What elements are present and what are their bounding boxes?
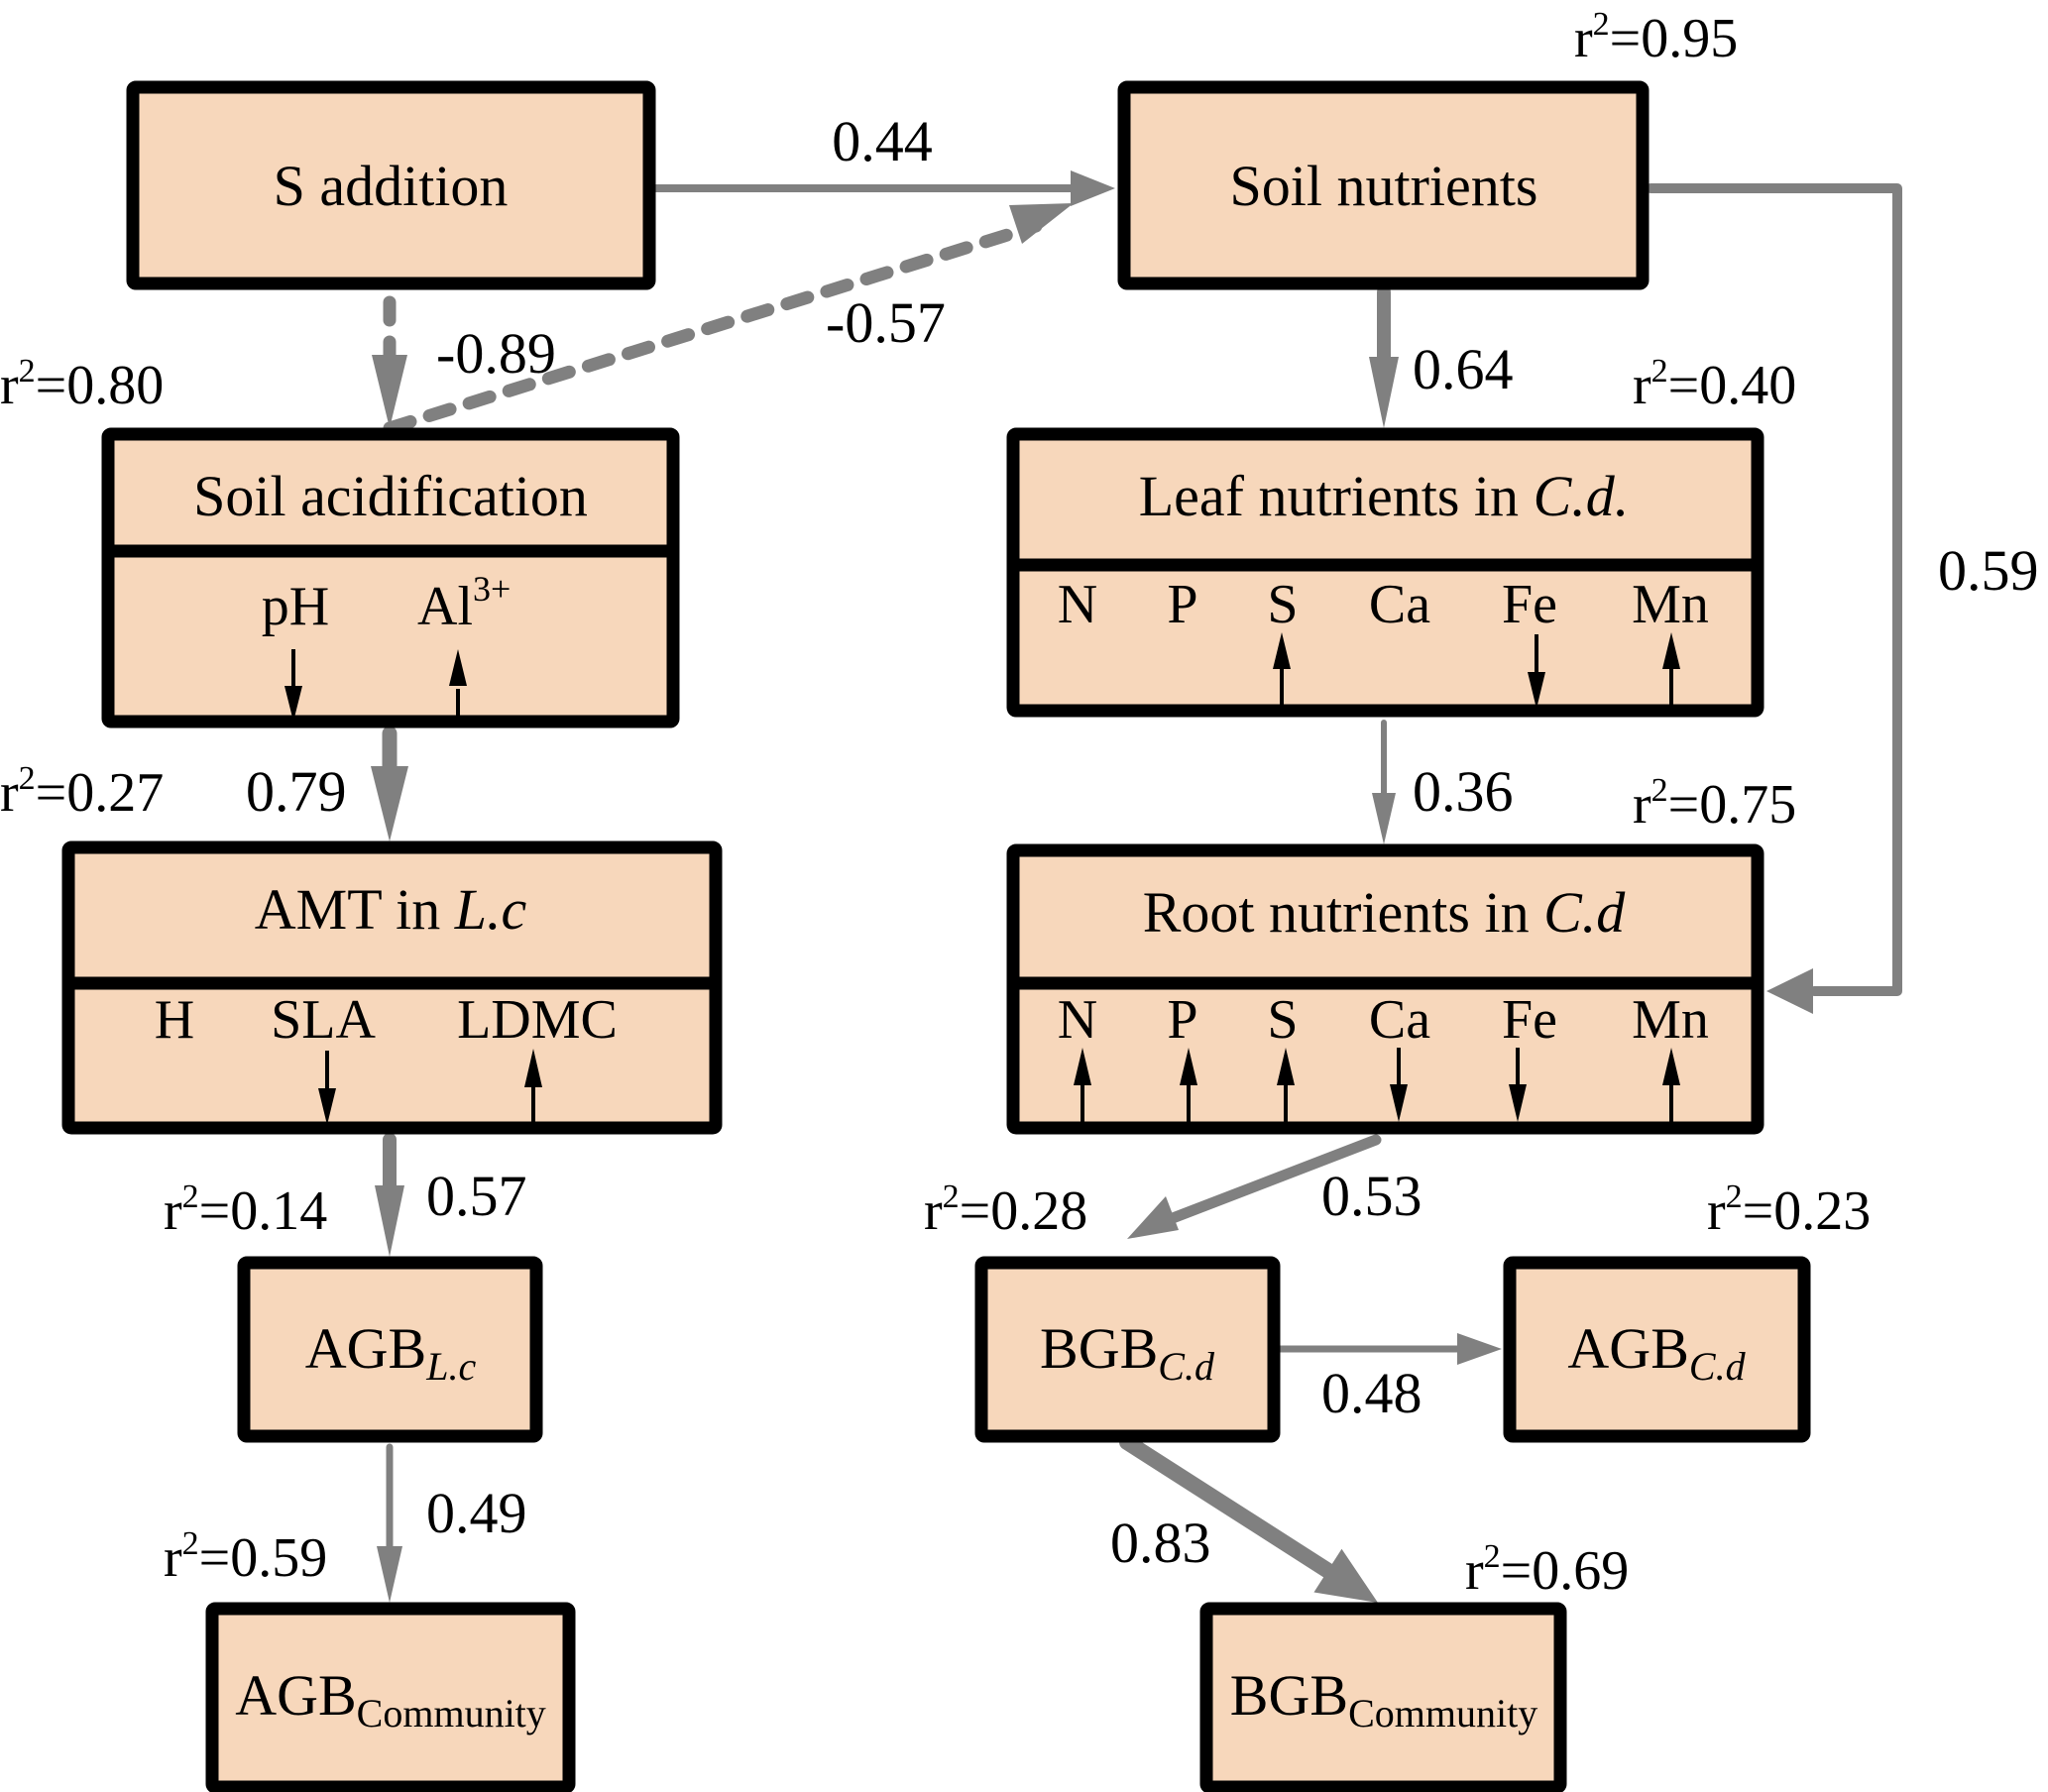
variable-fe: Fe bbox=[1502, 989, 1557, 1051]
coef-label: 0.53 bbox=[1321, 1164, 1422, 1228]
coef-label: 0.64 bbox=[1413, 337, 1514, 401]
path-s-addition-to-soil-acidification bbox=[372, 295, 407, 428]
arrow-down-icon bbox=[1509, 1048, 1527, 1122]
r2-leaf-nutrients: r2=0.40 bbox=[1633, 353, 1796, 416]
arrow-up-icon bbox=[449, 649, 467, 722]
variable-s: S bbox=[1267, 989, 1298, 1051]
r2-agb-cd: r2=0.23 bbox=[1707, 1178, 1871, 1242]
node-leaf-nutrients: Leaf nutrients in C.d. N P S Ca Fe Mn bbox=[1006, 427, 1764, 718]
coef-label: 0.44 bbox=[832, 109, 933, 173]
variable-n: N bbox=[1058, 989, 1097, 1051]
coef-label: 0.57 bbox=[426, 1164, 527, 1228]
node-label: AGBC.d bbox=[1567, 1316, 1746, 1389]
variable-ldmc: LDMC bbox=[457, 989, 618, 1051]
variable-sla: SLA bbox=[271, 989, 376, 1051]
node-root-nutrients: Root nutrients in C.d N P S Ca Fe Mn bbox=[1006, 843, 1764, 1135]
path-soil-nutrients-to-root-nutrients bbox=[1646, 183, 1902, 1014]
path-bgb-cd-to-agb-cd bbox=[1276, 1333, 1502, 1365]
arrow-down-icon bbox=[1390, 1048, 1408, 1122]
arrow-up-icon bbox=[1662, 632, 1680, 711]
node-agb-lc: AGBL.c bbox=[237, 1256, 543, 1443]
variable-mn: Mn bbox=[1632, 574, 1709, 635]
coef-label: 0.48 bbox=[1321, 1361, 1422, 1425]
path-soil-nutrients-to-leaf-nutrients bbox=[1369, 285, 1399, 428]
arrow-up-icon bbox=[1277, 1048, 1295, 1124]
arrow-up-icon bbox=[1074, 1048, 1091, 1124]
node-agb-cd: AGBC.d bbox=[1503, 1256, 1811, 1443]
path-soil-acidification-to-amt bbox=[371, 726, 408, 841]
variable-al: Al3+ bbox=[417, 569, 511, 637]
r2-bgb-community: r2=0.69 bbox=[1465, 1538, 1629, 1602]
node-bgb-community: BGBCommunity bbox=[1199, 1602, 1567, 1792]
coef-label: 0.59 bbox=[1938, 538, 2039, 603]
path-bgb-cd-to-bgb-community bbox=[1119, 1434, 1378, 1603]
variable-p: P bbox=[1167, 574, 1197, 635]
node-agb-community: AGBCommunity bbox=[205, 1602, 576, 1792]
variable-n: N bbox=[1058, 574, 1097, 635]
r2-agb-community: r2=0.59 bbox=[164, 1525, 327, 1589]
arrow-down-icon bbox=[318, 1051, 336, 1125]
node-label: S addition bbox=[274, 154, 509, 218]
r2-agb-lc: r2=0.14 bbox=[164, 1178, 327, 1242]
r2-root-nutrients: r2=0.75 bbox=[1633, 772, 1796, 836]
arrow-up-icon bbox=[524, 1049, 542, 1128]
node-label: Root nutrients in C.d bbox=[1143, 880, 1627, 945]
path-leaf-to-root-nutrients bbox=[1372, 720, 1396, 844]
node-bgb-cd: BGBC.d bbox=[974, 1256, 1281, 1443]
r2-soil-acidification: r2=0.80 bbox=[0, 353, 164, 416]
paths bbox=[371, 170, 1902, 1603]
path-coefficients: 0.44 -0.89 -0.57 0.64 0.59 0.79 0.36 0.5… bbox=[246, 109, 2039, 1575]
variable-s: S bbox=[1267, 574, 1298, 635]
r2-bgb-cd: r2=0.28 bbox=[924, 1178, 1087, 1242]
node-soil-acidification: Soil acidification pH Al3+ bbox=[101, 427, 680, 728]
node-label: BGBCommunity bbox=[1230, 1663, 1537, 1736]
arrow-up-icon bbox=[1662, 1048, 1680, 1124]
coef-label: 0.83 bbox=[1110, 1511, 1211, 1575]
node-label: AMT in L.c bbox=[255, 877, 527, 942]
variable-fe: Fe bbox=[1502, 574, 1557, 635]
variable-mn: Mn bbox=[1632, 989, 1709, 1051]
r2-labels: r2=0.95 r2=0.80 r2=0.40 r2=0.27 r2=0.75 … bbox=[0, 6, 1871, 1602]
variable-h: H bbox=[155, 989, 194, 1051]
node-label: BGBC.d bbox=[1040, 1316, 1215, 1389]
coef-label: -0.57 bbox=[826, 290, 946, 355]
path-agb-lc-to-agb-community bbox=[377, 1443, 402, 1603]
node-label: AGBCommunity bbox=[235, 1663, 546, 1736]
variable-ph: pH bbox=[262, 576, 329, 637]
path-root-to-bgb-cd bbox=[1127, 1134, 1382, 1239]
node-label: AGBL.c bbox=[305, 1316, 477, 1389]
arrow-up-icon bbox=[1273, 632, 1291, 711]
path-soil-acidification-to-soil-nutrients bbox=[383, 203, 1074, 435]
node-soil-nutrients: Soil nutrients bbox=[1117, 80, 1650, 290]
variable-ca: Ca bbox=[1369, 989, 1430, 1051]
r2-amt: r2=0.27 bbox=[0, 760, 164, 824]
node-s-addition: S addition bbox=[126, 80, 656, 290]
node-label: Leaf nutrients in C.d. bbox=[1139, 464, 1630, 528]
coef-label: 0.49 bbox=[426, 1481, 527, 1545]
node-label: Soil acidification bbox=[193, 464, 588, 528]
coef-label: 0.79 bbox=[246, 759, 347, 824]
node-amt: AMT in L.c H SLA LDMC bbox=[61, 840, 723, 1135]
coef-label: 0.36 bbox=[1413, 759, 1514, 824]
r2-soil-nutrients: r2=0.95 bbox=[1574, 6, 1738, 69]
arrow-up-icon bbox=[1180, 1048, 1197, 1124]
path-s-addition-to-soil-nutrients bbox=[651, 170, 1115, 206]
variable-p: P bbox=[1167, 989, 1197, 1051]
path-amt-to-agb-lc bbox=[375, 1133, 404, 1257]
variable-ca: Ca bbox=[1369, 574, 1430, 635]
arrow-down-icon bbox=[284, 649, 302, 722]
node-label: Soil nutrients bbox=[1230, 154, 1538, 218]
coef-label: -0.89 bbox=[436, 321, 556, 386]
arrow-down-icon bbox=[1528, 634, 1545, 709]
